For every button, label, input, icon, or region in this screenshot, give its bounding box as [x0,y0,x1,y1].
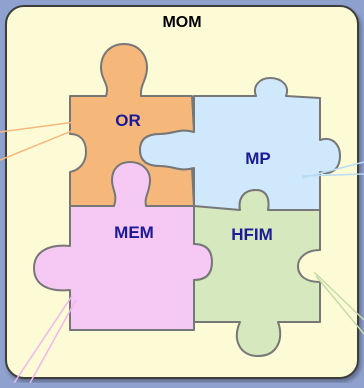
label-mem: MEM [114,223,154,242]
connector-lines-hfim [313,271,364,335]
label-hfim: HFIM [231,225,273,244]
puzzle-piece-hfim [193,189,321,357]
connector-lines-mp [301,161,364,179]
label-mp: MP [245,149,271,168]
connector-lines-mem [13,295,77,384]
connector-lines-or [0,119,91,161]
diagram-title: MOM [162,14,201,31]
label-or: OR [115,111,141,130]
